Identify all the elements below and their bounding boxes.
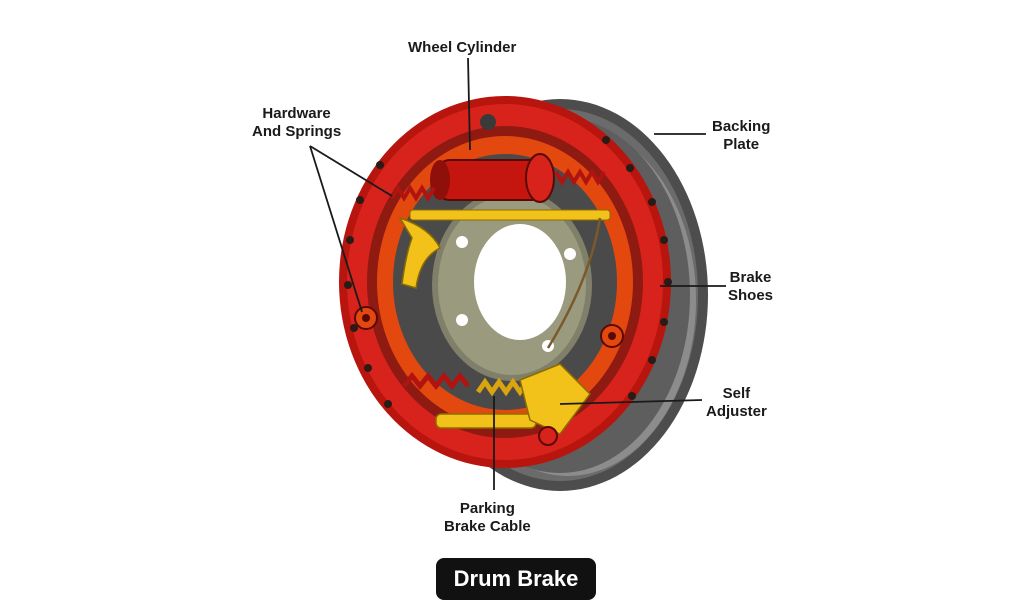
wheel-cylinder (430, 114, 555, 203)
leader-hardware-2 (309, 145, 363, 313)
leader-wheel-cylinder (467, 57, 471, 151)
lining-rivets (344, 136, 672, 408)
adjuster-bar-top (409, 209, 611, 221)
parking-brake-cable (546, 217, 602, 349)
bottom-spring-yellow (475, 377, 530, 397)
top-spring-right (554, 168, 606, 186)
leader-hardware-1 (309, 145, 393, 197)
leader-lines (309, 57, 726, 490)
diagram-title: Drum Brake (453, 566, 579, 591)
hold-down-pin-left (354, 306, 378, 330)
self-adjuster (435, 363, 591, 446)
label-self-adjuster: Self Adjuster (706, 385, 767, 420)
bottom-spring-red (402, 371, 470, 391)
label-parking-brake-cable: Parking Brake Cable (444, 500, 531, 535)
hold-down-pin-right (600, 324, 624, 348)
label-hardware-and-springs: Hardware And Springs (252, 105, 342, 140)
hub-plate (432, 189, 592, 381)
diagram-title-box: Drum Brake (436, 558, 596, 600)
label-brake-shoes: Brake Shoes (728, 269, 774, 304)
label-wheel-cylinder: Wheel Cylinder (408, 39, 517, 56)
top-spring-left (390, 184, 436, 202)
leader-self-adjuster (559, 399, 703, 405)
label-backing-plate: Backing Plate (712, 118, 771, 153)
parking-lever (398, 216, 442, 289)
